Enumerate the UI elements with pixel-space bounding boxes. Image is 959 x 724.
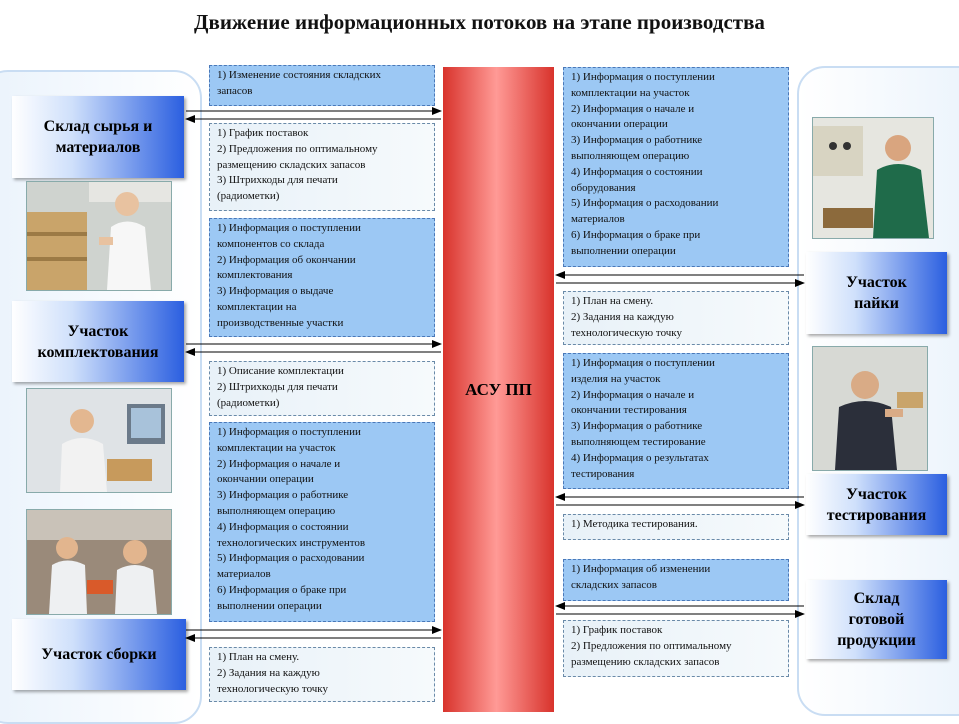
- testing-worker-photo: [812, 346, 928, 471]
- asu-pp-label: АСУ ПП: [465, 379, 532, 399]
- kitting-worker-photo: [26, 388, 172, 493]
- info-line: 2) Информация о начале и: [217, 457, 341, 470]
- info-line: окончании тестирования: [571, 404, 687, 417]
- dept-warehouse-finished: Склад готовой продукции: [806, 580, 947, 659]
- info-line: 4) Информация о состоянии: [217, 520, 349, 533]
- info-line: 6) Информация о браке при: [217, 583, 347, 596]
- info-line: выполняющем операцию: [217, 504, 336, 517]
- info-box-left-3: 1) Информация о поступлении компонентов с…: [209, 218, 435, 337]
- info-line: 2) Задания на каждую: [217, 666, 320, 679]
- info-box-right-4: 1) Методика тестирования.: [563, 514, 789, 540]
- info-box-right-3: 1) Информация о поступлении изделия на уч…: [563, 353, 789, 489]
- info-line: тестирования: [571, 467, 635, 480]
- asu-pp-block: АСУ ПП: [443, 67, 554, 712]
- dept-kitting: Участок комплектования: [12, 301, 184, 382]
- info-line: компонентов со склада: [217, 237, 325, 250]
- info-line: 1) План на смену.: [571, 295, 654, 307]
- info-line: технологическую точку: [571, 326, 682, 339]
- info-line: материалов: [217, 568, 271, 581]
- info-line: 1) Информация о поступлении: [571, 357, 715, 369]
- info-box-left-2: 1) График поставок 2) Предложения по опти…: [209, 123, 435, 211]
- info-line: окончании операции: [217, 473, 314, 486]
- info-line: 2) Предложения по оптимальному: [571, 639, 732, 652]
- info-line: 3) Информация о работнике: [571, 134, 703, 147]
- info-line: выполнении операции: [571, 244, 676, 257]
- info-line: 4) Информация о состоянии: [571, 165, 703, 178]
- info-line: 2) Задания на каждую: [571, 310, 674, 323]
- info-line: складских запасов: [571, 578, 657, 591]
- info-box-left-5: 1) Информация о поступлении комплектации …: [209, 422, 435, 622]
- info-line: (радиометки): [217, 190, 280, 203]
- info-line: комплектации на участок: [217, 441, 336, 454]
- info-line: технологическую точку: [217, 682, 328, 695]
- info-line: 1) График поставок: [571, 624, 663, 636]
- info-line: 1) План на смену.: [217, 651, 300, 663]
- info-line: 3) Информация о работнике: [217, 489, 349, 502]
- info-line: 2) Информация об окончании: [217, 253, 356, 266]
- info-line: оборудования: [571, 181, 636, 194]
- info-line: размещению складских запасов: [217, 158, 366, 171]
- info-line: 1) Информация о поступлении: [571, 71, 715, 83]
- info-box-right-2: 1) План на смену. 2) Задания на каждую тех…: [563, 291, 789, 345]
- dept-assembly: Участок сборки: [12, 619, 186, 690]
- info-line: выполняющем операцию: [571, 149, 690, 162]
- info-line: (радиометки): [217, 396, 280, 409]
- info-line: комплектации на: [217, 300, 297, 313]
- info-line: 1) График поставок: [217, 127, 309, 139]
- page-title: Движение информационных потоков на этапе…: [194, 10, 765, 34]
- info-line: производственные участки: [217, 316, 344, 329]
- info-line: 5) Информация о расходовании: [217, 552, 365, 565]
- soldering-worker-photo: [812, 117, 934, 239]
- info-line: 4) Информация о результатах: [571, 451, 709, 464]
- warehouse-worker-photo: [26, 181, 172, 291]
- info-line: 2) Информация о начале и: [571, 388, 695, 401]
- info-line: 5) Информация о расходовании: [571, 197, 719, 210]
- info-line: запасов: [217, 84, 253, 97]
- info-line: 1) Изменение состояния складских: [217, 69, 382, 81]
- info-line: 2) Предложения по оптимальному: [217, 142, 378, 155]
- info-box-left-6: 1) План на смену. 2) Задания на каждую тех…: [209, 647, 435, 702]
- dept-testing: Участок тестирования: [806, 474, 947, 535]
- info-line: изделия на участок: [571, 372, 661, 385]
- info-line: 1) Информация об изменении: [571, 563, 711, 575]
- dept-warehouse-raw: Склад сырья и материалов: [12, 96, 184, 178]
- info-line: комплектации на участок: [571, 86, 690, 99]
- info-line: окончании операции: [571, 118, 668, 131]
- info-line: выполняющем тестирование: [571, 435, 706, 448]
- info-line: 1) Методика тестирования.: [571, 518, 698, 530]
- info-line: комплектования: [217, 269, 293, 282]
- info-line: 6) Информация о браке при: [571, 228, 701, 241]
- info-line: 3) Информация о выдаче: [217, 285, 334, 298]
- info-line: 1) Информация о поступлении: [217, 426, 361, 438]
- info-box-right-6: 1) График поставок 2) Предложения по опти…: [563, 620, 789, 677]
- assembly-workers-photo: [26, 509, 172, 615]
- info-line: 3) Информация о работнике: [571, 420, 703, 433]
- info-line: материалов: [571, 213, 625, 226]
- info-box-left-1: 1) Изменение состояния складских запасов: [209, 65, 435, 106]
- info-line: выполнении операции: [217, 599, 322, 612]
- info-box-left-4: 1) Описание комплектации 2) Штрихкоды для…: [209, 361, 435, 416]
- info-line: 1) Информация о поступлении: [217, 222, 361, 234]
- info-line: размещению складских запасов: [571, 655, 720, 668]
- info-line: 3) Штрихкоды для печати: [217, 174, 338, 187]
- info-line: 2) Информация о начале и: [571, 102, 695, 115]
- info-line: 1) Описание комплектации: [217, 365, 344, 377]
- info-line: 2) Штрихкоды для печати: [217, 380, 338, 393]
- info-line: технологических инструментов: [217, 536, 366, 549]
- info-box-right-5: 1) Информация об изменении складских запа…: [563, 559, 789, 601]
- dept-soldering: Участок пайки: [806, 252, 947, 334]
- info-box-right-1: 1) Информация о поступлении комплектации …: [563, 67, 789, 267]
